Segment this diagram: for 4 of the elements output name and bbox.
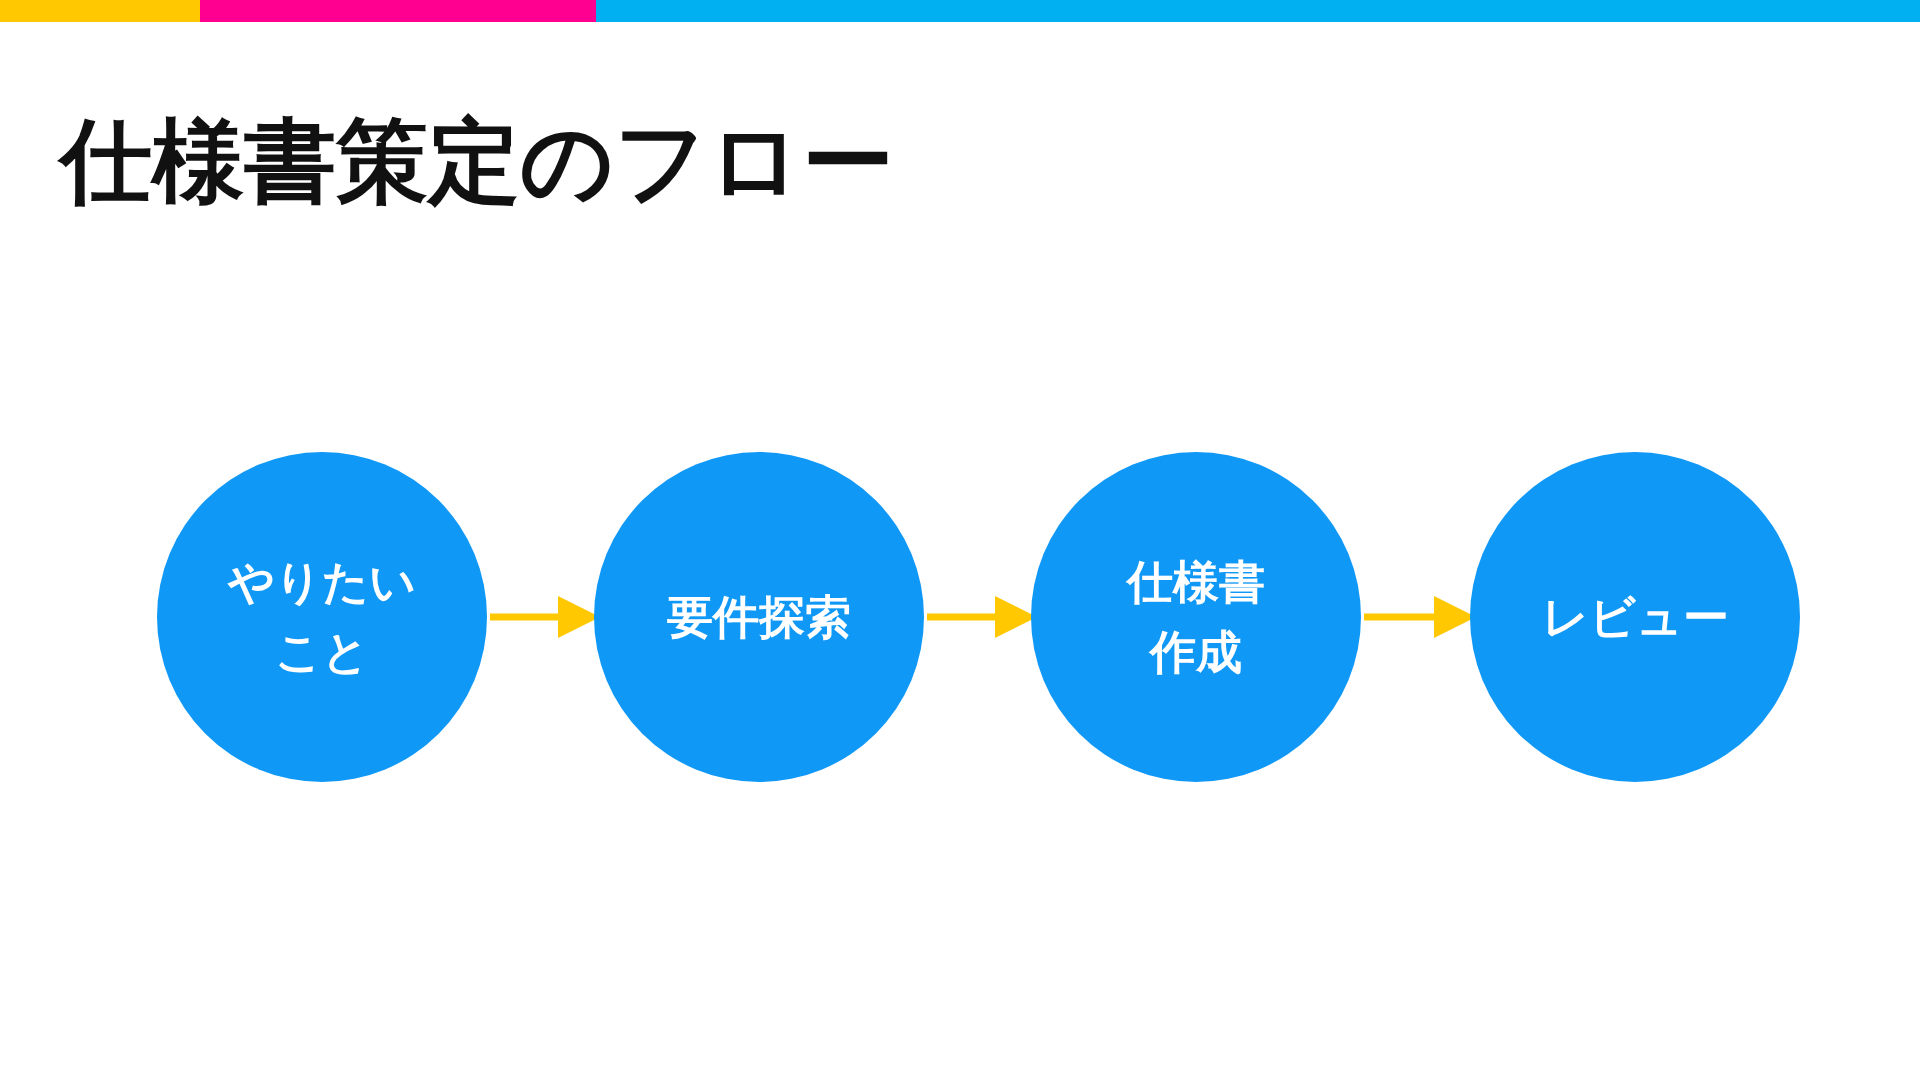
step-label: 仕様書作成 (1125, 554, 1266, 681)
step-label: 要件探索 (666, 589, 852, 646)
step-label: レビュー (1540, 589, 1730, 646)
step-label: やりたいこと (227, 554, 417, 681)
